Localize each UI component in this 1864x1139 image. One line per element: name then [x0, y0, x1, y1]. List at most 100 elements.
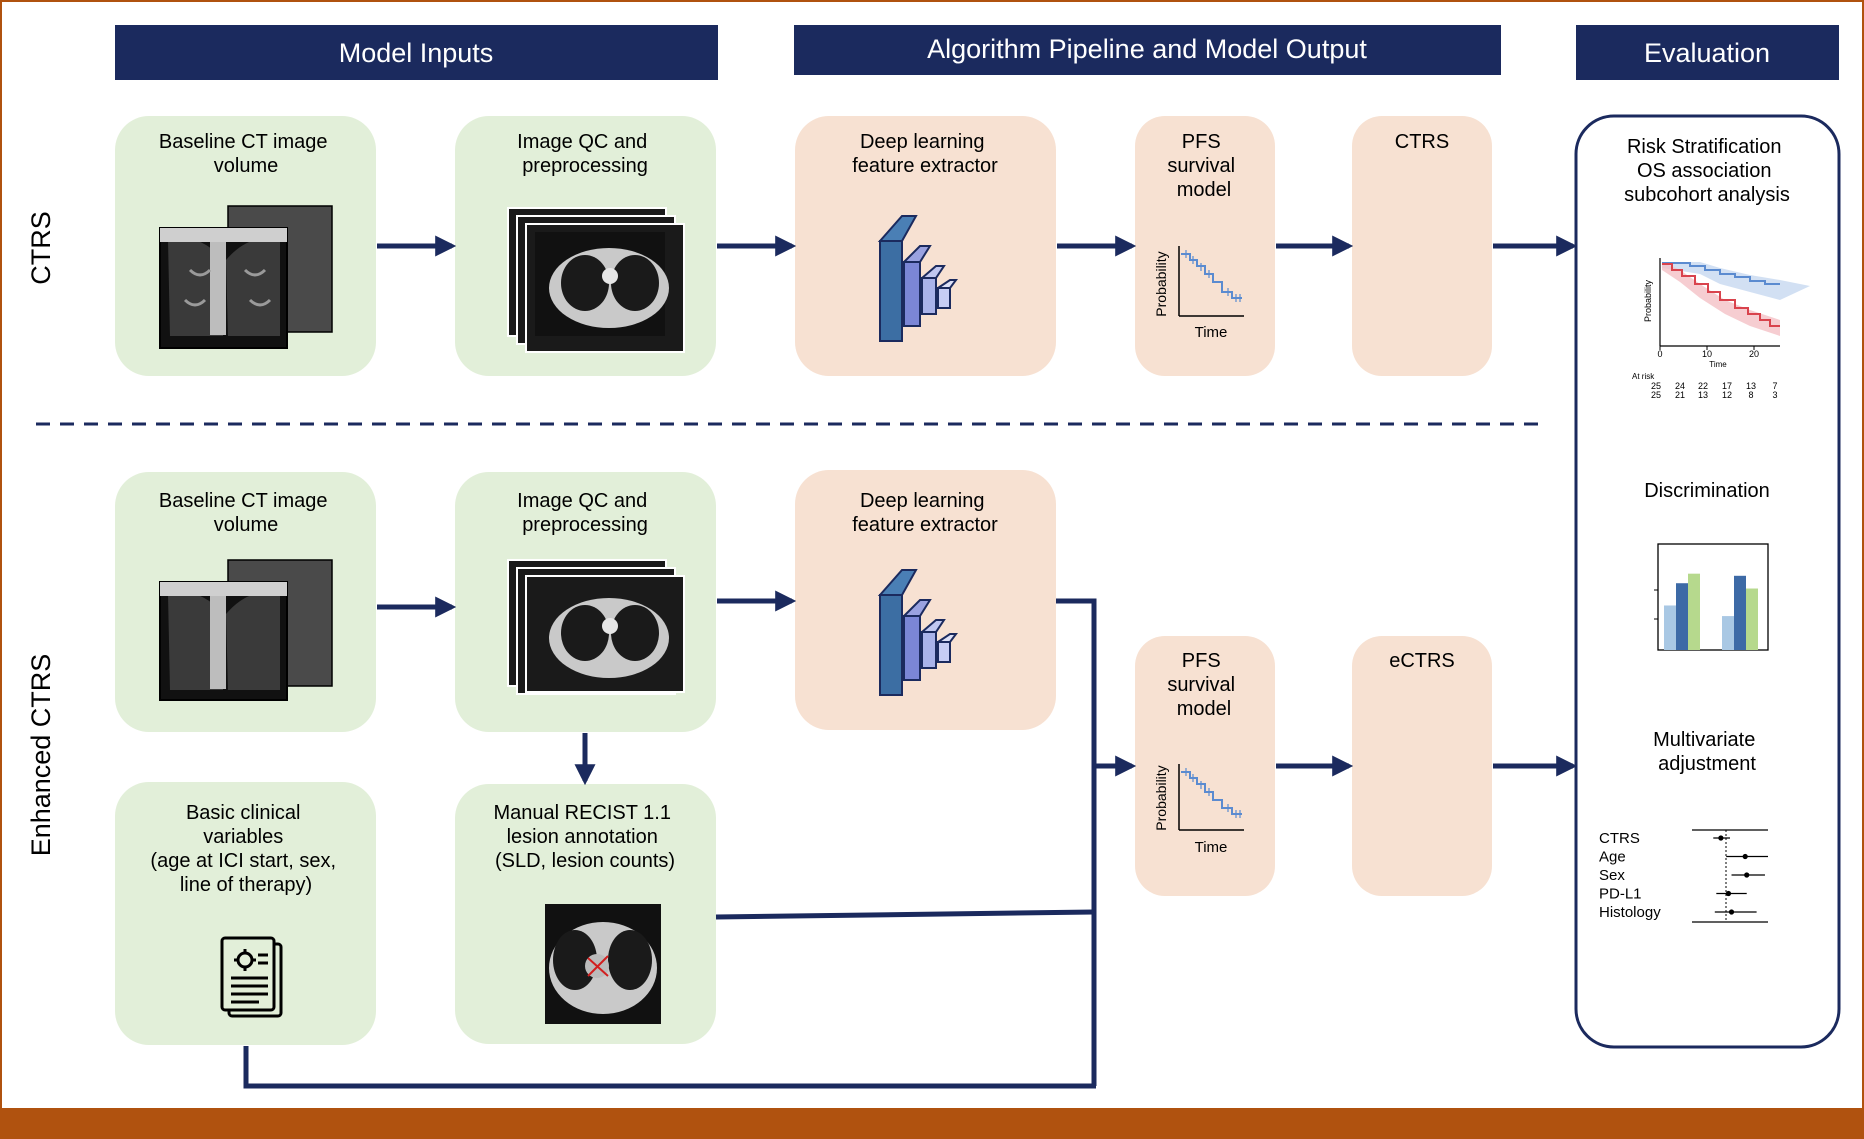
svg-text:Baseline CT image volume: Baseline CT image volume — [159, 131, 333, 177]
km-xtick-1: 10 — [1702, 349, 1712, 359]
pfs-line1-row2: PFS — [1182, 650, 1221, 672]
risk-title-line1: Risk Stratification — [1627, 136, 1782, 158]
at-risk-cell: 3 — [1772, 390, 1777, 400]
header-algorithm-pipeline-label: Algorithm Pipeline and Model Output — [927, 34, 1367, 64]
at-risk-cell: 21 — [1675, 390, 1685, 400]
header-evaluation: Evaluation — [1576, 25, 1839, 80]
cnn-icon-row2 — [877, 569, 958, 696]
deep-learning-line2: feature extractor — [852, 155, 998, 177]
ct-coronal-image-row2 — [159, 559, 333, 701]
header-algorithm-pipeline: Algorithm Pipeline and Model Output — [794, 25, 1501, 75]
svg-text:Multivariate adjustment: Multivariate adjustment — [1653, 729, 1761, 775]
mini-survival-plot-row2: Probability Time — [1153, 764, 1244, 856]
multivariate-line2: adjustment — [1658, 753, 1756, 775]
image-qc-line1-row2: Image QC and — [517, 490, 647, 512]
recist-ct-image — [545, 904, 661, 1024]
at-risk-cell: 7 — [1772, 381, 1777, 391]
discrimination-bar — [1722, 616, 1734, 650]
pfs-line2: survival — [1167, 155, 1235, 177]
forest-variable-label: PD-L1 — [1599, 886, 1642, 903]
box-clinical-variables: Basic clinical variables (age at ICI sta… — [115, 782, 376, 1045]
ectrs-output-label: eCTRS — [1389, 650, 1455, 672]
connector-dl2-to-merge — [1056, 598, 1097, 1086]
risk-title-line2: OS association — [1637, 160, 1772, 182]
discrimination-chart — [1654, 543, 1769, 651]
at-risk-cell: 12 — [1722, 390, 1732, 400]
mini-survival-plot: Probability Time — [1153, 246, 1244, 341]
bottom-bar — [0, 1110, 1864, 1139]
km-ylabel: Probability — [1643, 279, 1653, 322]
discrimination-title: Discrimination — [1644, 480, 1770, 502]
outer-frame — [0, 0, 1864, 1110]
at-risk-cell: 17 — [1722, 381, 1732, 391]
at-risk-cell: 8 — [1748, 390, 1753, 400]
forest-variable-label: Sex — [1599, 867, 1625, 884]
ct-axial-stack-row2 — [507, 559, 685, 695]
discrimination-bar — [1676, 583, 1688, 650]
recist-line3: (SLD, lesion counts) — [495, 850, 675, 872]
image-qc-line1: Image QC and — [517, 131, 647, 153]
at-risk-cell: 13 — [1746, 381, 1756, 391]
box-image-qc-row1: Image QC and preprocessing — [455, 116, 716, 376]
svg-text:Basic clinical variables: Basic clinical variables (age at ICI sta… — [150, 802, 341, 896]
km-xlabel: Time — [1709, 360, 1727, 369]
image-qc-line2-row2: preprocessing — [522, 514, 648, 536]
box-baseline-ct-row1: Baseline CT image volume — [115, 116, 376, 376]
ct-coronal-image — [159, 205, 333, 349]
deep-learning-line1-row2: Deep learning — [860, 490, 985, 512]
box-ctrs-output: CTRS — [1352, 116, 1492, 376]
svg-text:Risk Stratification OS a: Risk Stratification OS association subco… — [1624, 136, 1790, 206]
baseline-ct-line2: volume — [214, 155, 278, 177]
svg-text:Deep learning feature ex: Deep learning feature extractor — [852, 131, 998, 177]
km-plot: Probability 0 10 20 Time At risk — [1632, 258, 1810, 381]
discrimination-bar — [1746, 588, 1758, 650]
at-risk-cell: 13 — [1698, 390, 1708, 400]
pfs-line1: PFS — [1182, 131, 1221, 153]
km-xtick-0: 0 — [1657, 349, 1662, 359]
clinical-document-icon — [220, 936, 283, 1018]
svg-text:Image QC and preprocessi: Image QC and preprocessing — [517, 131, 653, 177]
discrimination-bar — [1664, 605, 1676, 650]
ctrs-output-label: CTRS — [1395, 131, 1449, 153]
svg-text:PFS survival model: PFS survival model — [1167, 650, 1240, 720]
forest-variable-label: CTRS — [1599, 830, 1640, 847]
box-pfs-model-row1: PFS survival model Probability Time — [1135, 116, 1275, 376]
cnn-icon — [877, 215, 958, 342]
row-label-ctrs: CTRS — [26, 211, 56, 285]
box-ectrs-output: eCTRS — [1352, 636, 1492, 896]
deep-learning-line2-row2: feature extractor — [852, 514, 998, 536]
image-qc-line2: preprocessing — [522, 155, 648, 177]
forest-point-estimate — [1742, 853, 1748, 860]
box-pfs-model-row2: PFS survival model Probability Time — [1135, 636, 1275, 896]
ct-axial-stack — [507, 207, 685, 353]
forest-point-estimate — [1725, 890, 1732, 897]
at-risk-cell: 22 — [1698, 381, 1708, 391]
risk-title-line3: subcohort analysis — [1624, 184, 1790, 206]
header-evaluation-label: Evaluation — [1644, 38, 1770, 68]
svg-text:Baseline CT image volume: Baseline CT image volume — [159, 490, 333, 536]
pfs-line2-row2: survival — [1167, 674, 1235, 696]
svg-text:Image QC and preprocessi: Image QC and preprocessing — [517, 490, 653, 536]
pfs-line3: model — [1177, 179, 1231, 201]
recist-line2: lesion annotation — [507, 826, 658, 848]
clinical-line4: line of therapy) — [180, 874, 312, 896]
mini-plot-ylabel: Probability — [1153, 251, 1169, 316]
row-label-enhanced-ctrs: Enhanced CTRS — [26, 654, 56, 857]
at-risk-cell: 25 — [1651, 390, 1661, 400]
forest-point-estimate — [1744, 872, 1750, 878]
box-image-qc-row2: Image QC and preprocessing — [455, 472, 716, 732]
baseline-ct-line1-row2: Baseline CT image — [159, 490, 328, 512]
pfs-line3-row2: model — [1177, 698, 1231, 720]
forest-point-estimate — [1728, 909, 1735, 915]
mini-plot-ylabel-row2: Probability — [1153, 765, 1169, 830]
mini-plot-xlabel-row2: Time — [1195, 839, 1228, 856]
deep-learning-line1: Deep learning — [860, 131, 985, 153]
box-deep-learning-row1: Deep learning feature extractor — [795, 116, 1056, 376]
km-at-risk-label: At risk — [1632, 372, 1655, 381]
forest-variable-label: Histology — [1599, 904, 1661, 921]
evaluation-panel: Risk Stratification OS association subco… — [1574, 114, 1841, 1049]
box-deep-learning-row2: Deep learning feature extractor — [795, 470, 1056, 730]
multivariate-line1: Multivariate — [1653, 729, 1755, 751]
